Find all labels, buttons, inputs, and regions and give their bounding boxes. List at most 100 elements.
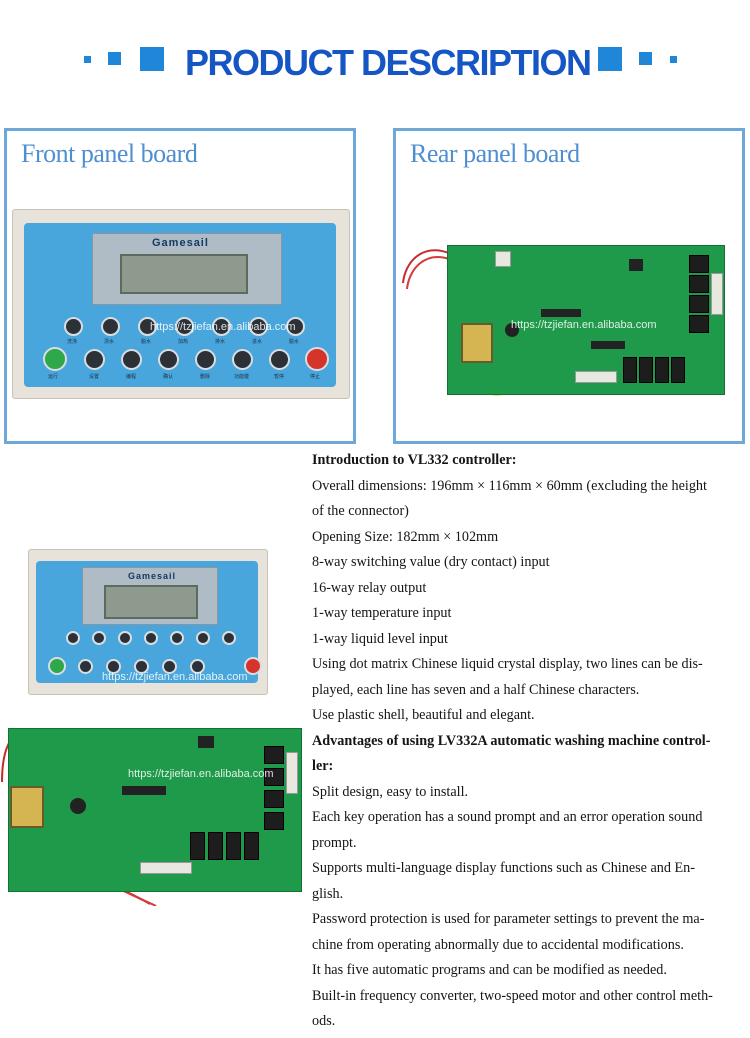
relay: [655, 357, 669, 383]
relay: [639, 357, 653, 383]
description-line: 1-way temperature input: [312, 605, 452, 621]
description-line: It has five automatic programs and can b…: [312, 962, 667, 978]
relay: [264, 768, 284, 786]
transformer: [10, 786, 44, 828]
button-label: 编程: [126, 374, 137, 380]
decor-square: [639, 52, 652, 65]
connector: [286, 752, 298, 794]
stop-button[interactable]: [244, 657, 262, 675]
description-line: prompt.: [312, 834, 357, 851]
relay: [264, 790, 284, 808]
relay: [671, 357, 685, 383]
button-label: 脱水: [141, 339, 152, 345]
drain-button[interactable]: [170, 631, 184, 645]
description-line: Supports multi-language display function…: [312, 860, 696, 876]
heat-button[interactable]: [144, 631, 158, 645]
program-button[interactable]: [106, 659, 121, 674]
relay: [689, 295, 709, 313]
rinse-button[interactable]: [92, 631, 106, 645]
drain-button[interactable]: [212, 317, 231, 336]
button-label: 洗涤: [67, 339, 78, 345]
front-panel-box: Front panel board Gamesail 洗涤 漂水 脱水 加热 排…: [4, 128, 356, 444]
description-line: 16-way relay output: [312, 579, 427, 596]
rear-panel-label: Rear panel board: [410, 139, 580, 168]
rear-panel-box: Rear panel board https://tzjiefan.en.ali…: [393, 128, 745, 444]
small-pcb-photo: https://tzjiefan.en.alibaba.com: [0, 722, 304, 906]
description-line: played, each line has seven and a half C…: [312, 681, 640, 698]
button-label: 漂水: [104, 339, 115, 345]
ic-chip: [591, 341, 625, 349]
relay: [208, 832, 223, 860]
relay: [226, 832, 241, 860]
description-heading: Advantages of using LV332A automatic was…: [312, 732, 711, 749]
sensor-chip: [629, 259, 643, 271]
relay: [264, 746, 284, 764]
spin-button[interactable]: [118, 631, 132, 645]
description-line: Each key operation has a sound prompt an…: [312, 809, 703, 825]
button-label: 停止: [310, 374, 321, 380]
ic-chip: [122, 786, 166, 795]
f1-button[interactable]: [232, 349, 253, 370]
decor-square: [140, 47, 164, 71]
description-line: Split design, easy to install.: [312, 783, 469, 800]
f1-button[interactable]: [190, 659, 205, 674]
spin-button[interactable]: [138, 317, 157, 336]
description-line: Password protection is used for paramete…: [312, 911, 705, 927]
relay: [244, 832, 259, 860]
decor-square: [84, 56, 91, 63]
heat-button[interactable]: [175, 317, 194, 336]
wash-button[interactable]: [66, 631, 80, 645]
description-heading: Introduction to VL332 controller:: [312, 452, 517, 468]
set-button[interactable]: [78, 659, 93, 674]
description-line: Built-in frequency converter, two-speed …: [312, 987, 713, 1004]
set-button[interactable]: [84, 349, 105, 370]
fill-button[interactable]: [196, 631, 210, 645]
description-line: 1-way liquid level input: [312, 630, 448, 647]
program-button[interactable]: [121, 349, 142, 370]
run-button[interactable]: [43, 347, 67, 371]
pause-button[interactable]: [269, 349, 290, 370]
section-header: PRODUCT DESCRIPTION: [0, 36, 750, 86]
run-button[interactable]: [48, 657, 66, 675]
button-label: 排水: [215, 339, 226, 345]
page-title: PRODUCT DESCRIPTION: [185, 42, 592, 83]
watermark: https://tzjiefan.en.alibaba.com: [511, 319, 657, 331]
button-label: 进水: [252, 339, 263, 345]
watermark: https://tzjiefan.en.alibaba.com: [102, 671, 248, 683]
front-panel-photo: Gamesail 洗涤 漂水 脱水 加热 排水 进水 脱水 运行 设置 编程 确…: [12, 209, 350, 399]
confirm-button[interactable]: [158, 349, 179, 370]
description-heading: ler:: [312, 758, 334, 774]
decor-square: [670, 56, 677, 63]
description-line: of the connector): [312, 503, 409, 519]
relay: [264, 812, 284, 830]
description-line: Use plastic shell, beautiful and elegant…: [312, 707, 535, 723]
confirm-button[interactable]: [134, 659, 149, 674]
ic-chip: [541, 309, 581, 317]
transformer: [461, 323, 493, 363]
fill-button[interactable]: [249, 317, 268, 336]
relay: [689, 255, 709, 273]
button-label: 确认: [163, 374, 174, 380]
description-line: Using dot matrix Chinese liquid crystal …: [312, 656, 703, 672]
wash-button[interactable]: [64, 317, 83, 336]
button-label: 设置: [89, 374, 100, 380]
description-line: Opening Size: 182mm × 102mm: [312, 528, 499, 545]
lcd-screen: [120, 254, 248, 294]
watermark: https://tzjiefan.en.alibaba.com: [150, 321, 296, 333]
button-label: 脱水: [289, 339, 300, 345]
watermark: https://tzjiefan.en.alibaba.com: [128, 768, 274, 780]
delete-button[interactable]: [162, 659, 177, 674]
dry-button[interactable]: [222, 631, 236, 645]
front-panel-label: Front panel board: [21, 139, 198, 168]
delete-button[interactable]: [195, 349, 216, 370]
connector: [140, 862, 192, 874]
sensor-chip: [198, 736, 214, 748]
capacitor: [70, 798, 86, 814]
rinse-button[interactable]: [101, 317, 120, 336]
description-line: chine from operating abnormally due to a…: [312, 936, 684, 953]
stop-button[interactable]: [305, 347, 329, 371]
dry-button[interactable]: [286, 317, 305, 336]
connector: [711, 273, 723, 315]
connector: [575, 371, 617, 383]
relay: [689, 275, 709, 293]
